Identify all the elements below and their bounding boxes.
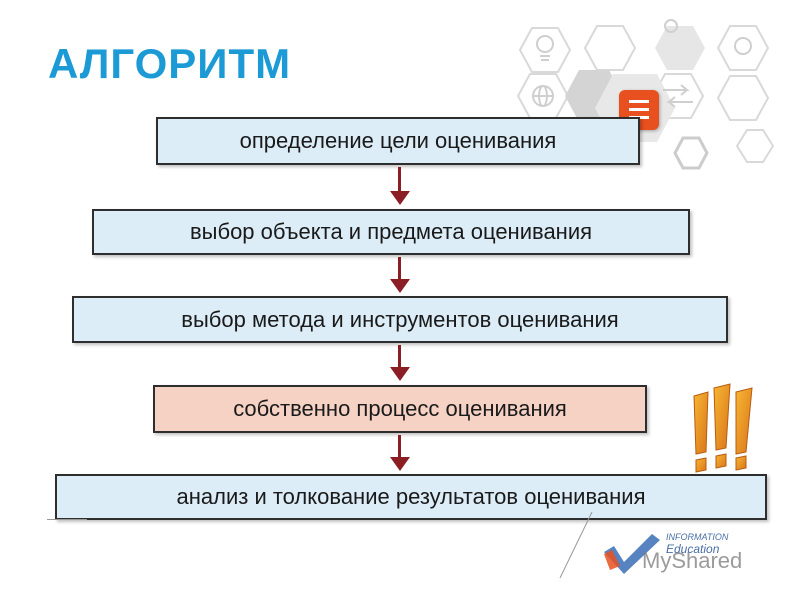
step-label: определение цели оценивания — [239, 128, 557, 153]
logo-brand: MyShared — [642, 548, 743, 573]
divider-line — [47, 519, 87, 520]
flow-arrow — [390, 257, 410, 295]
page-title: АЛГОРИТМ — [48, 40, 292, 87]
lightbulb-icon — [536, 35, 554, 61]
globe-icon — [532, 85, 554, 107]
watermark-logo: INFORMATION Education MyShared — [602, 528, 772, 580]
exclamation-marks-icon — [693, 383, 753, 473]
arrows-icon — [663, 84, 693, 108]
step-define-goal: определение цели оценивания — [156, 117, 640, 165]
divider-diagonal — [559, 511, 593, 579]
step-choose-object: выбор объекта и предмета оценивания — [92, 209, 690, 255]
step-label: анализ и толкование результатов оцениван… — [176, 484, 646, 509]
step-label: выбор объекта и предмета оценивания — [189, 219, 593, 244]
step-choose-method: выбор метода и инструментов оценивания — [72, 296, 728, 343]
step-label: собственно процесс оценивания — [233, 396, 567, 421]
logo-check-icon — [604, 534, 660, 574]
gear-icon — [664, 19, 752, 55]
step-analysis-results: анализ и толкование результатов оцениван… — [55, 474, 767, 520]
logo-line1: INFORMATION — [666, 532, 729, 542]
flow-arrow — [390, 435, 410, 473]
logo-line2: Education — [666, 542, 720, 556]
flow-arrow — [390, 345, 410, 383]
step-evaluation-process: собственно процесс оценивания — [153, 385, 647, 433]
step-label: выбор метода и инструментов оценивания — [181, 306, 619, 332]
flow-arrow — [390, 167, 410, 207]
